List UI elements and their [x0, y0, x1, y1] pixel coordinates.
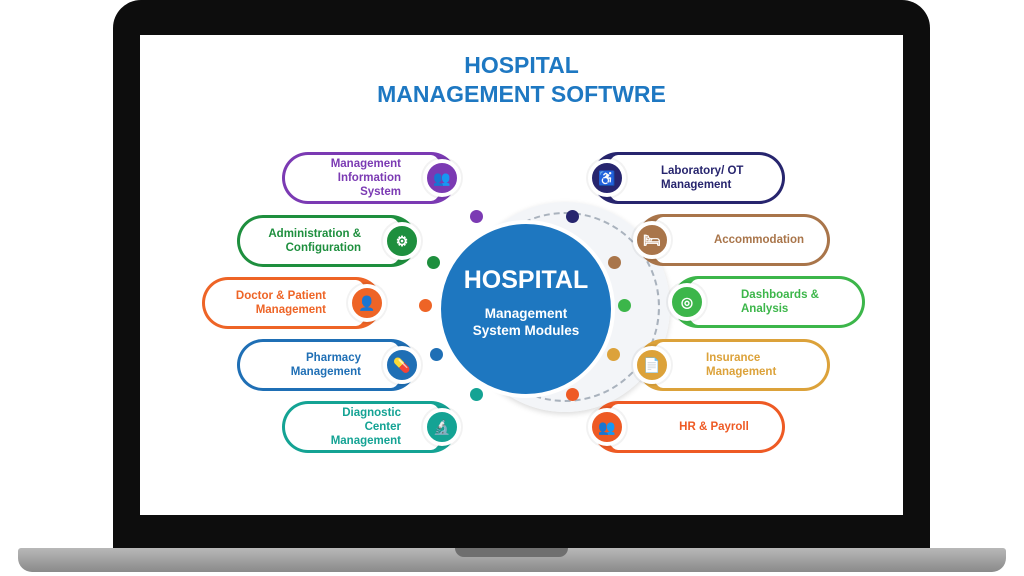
wheelchair-icon: ♿ — [588, 159, 626, 197]
module-label: Administration & Configuration — [268, 228, 361, 254]
module-pill[interactable]: Diagnostic Center Management 🔬 — [282, 401, 461, 453]
module-label: HR & Payroll — [679, 421, 749, 433]
hr-people-icon: 👥 — [588, 408, 626, 446]
bed-icon: 🛏 — [633, 221, 671, 259]
module-pill[interactable]: Pharmacy Management 💊 — [237, 339, 421, 391]
dashboard-gauge-icon: ◎ — [668, 283, 706, 321]
ring-dot — [566, 388, 579, 401]
title-line-1: HOSPITAL — [464, 52, 579, 78]
center-subtitle: Management System Modules — [472, 306, 580, 338]
module-pill[interactable]: HR & Payroll 👥 — [588, 401, 785, 453]
module-pill[interactable]: Laboratory/ OT Management ♿ — [588, 152, 785, 204]
users-group-icon: 👥 — [423, 159, 461, 197]
module-label: Doctor & Patient Management — [235, 290, 326, 316]
microscope-icon: 🔬 — [423, 408, 461, 446]
module-label: Dashboards & Analysis — [741, 289, 819, 315]
module-pill[interactable]: Accommodation 🛏 — [633, 214, 830, 266]
ring-dot — [566, 210, 579, 223]
module-pill[interactable]: Doctor & Patient Management 👤 — [202, 277, 386, 329]
center-title: HOSPITAL — [463, 266, 589, 294]
module-label: Accommodation — [713, 234, 805, 246]
ring-dot — [427, 256, 440, 269]
module-label: Insurance Management — [706, 352, 777, 378]
module-label: Management Information System — [330, 158, 401, 198]
ring-dot — [470, 210, 483, 223]
ring-dot — [618, 299, 631, 312]
ring-dot — [419, 299, 432, 312]
ring-dot — [607, 348, 620, 361]
laptop-notch — [455, 548, 568, 557]
doctor-icon: 👤 — [348, 284, 386, 322]
document-icon: 📄 — [633, 346, 671, 384]
gears-icon: ⚙ — [383, 222, 421, 260]
module-pill[interactable]: Insurance Management 📄 — [633, 339, 830, 391]
module-pill[interactable]: Administration & Configuration ⚙ — [237, 215, 421, 267]
module-label: Pharmacy Management — [290, 352, 361, 378]
laptop-screen: HOSPITAL MANAGEMENT SOFTWRE HOSPITAL Man… — [140, 35, 903, 515]
ring-dot — [470, 388, 483, 401]
laptop-base — [18, 548, 1006, 572]
ring-dot — [608, 256, 621, 269]
center-circle: HOSPITAL Management System Modules — [437, 220, 615, 398]
module-pill[interactable]: Dashboards & Analysis ◎ — [668, 276, 865, 328]
module-label: Diagnostic Center Management — [330, 407, 401, 447]
module-pill[interactable]: Management Information System 👥 — [282, 152, 461, 204]
medicine-bottle-icon: 💊 — [383, 346, 421, 384]
module-label: Laboratory/ OT Management — [661, 165, 744, 191]
title-line-2: MANAGEMENT SOFTWRE — [377, 81, 666, 107]
ring-dot — [430, 348, 443, 361]
